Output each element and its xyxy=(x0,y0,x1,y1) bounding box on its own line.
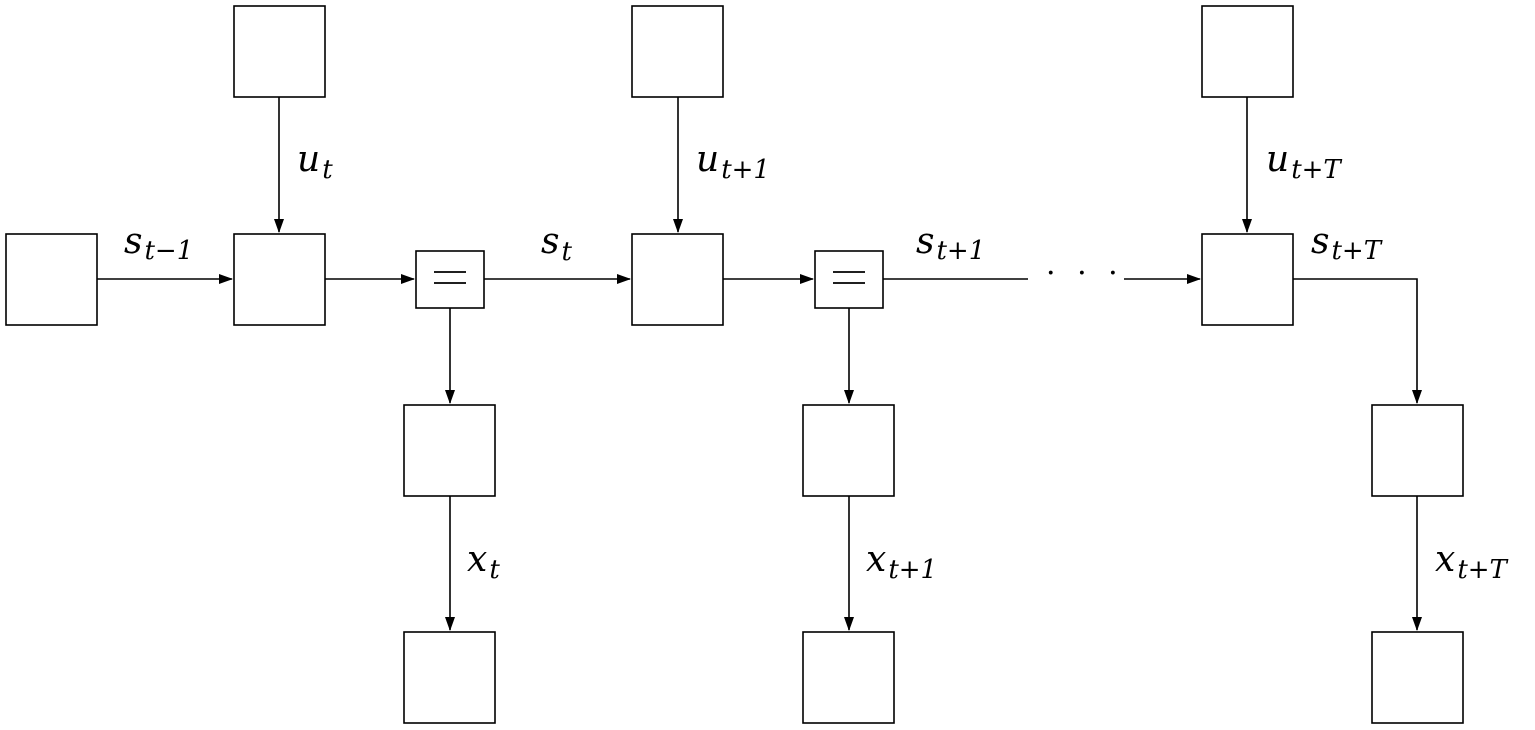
equality-node-t xyxy=(415,250,485,309)
output-box-tT xyxy=(1371,631,1464,724)
label-s-t: st xyxy=(541,221,572,267)
label-u-tT: ut+T xyxy=(1266,139,1342,185)
transition-factor-box-t1 xyxy=(631,233,724,326)
label-x-tT: xt+T xyxy=(1435,539,1509,585)
label-u-t: ut xyxy=(297,139,333,185)
ellipsis: · · · xyxy=(1046,256,1124,291)
observation-factor-box-tT xyxy=(1371,404,1464,497)
label-s-tT: st+T xyxy=(1311,221,1383,266)
edge-s-tT xyxy=(1293,278,1422,404)
label-x-t: xt xyxy=(467,539,500,585)
observation-factor-box-t1 xyxy=(802,404,895,497)
output-box-t xyxy=(403,631,496,724)
transition-factor-box-t xyxy=(233,233,326,326)
output-box-t1 xyxy=(802,631,895,724)
equality-node-t1 xyxy=(814,250,884,309)
transition-factor-box-tT xyxy=(1201,233,1294,326)
label-u-t1: ut+1 xyxy=(696,139,770,185)
label-s-t1: st+1 xyxy=(916,221,985,266)
input-factor-box-t xyxy=(233,5,326,98)
label-x-t1: xt+1 xyxy=(866,539,937,585)
input-factor-box-tT xyxy=(1201,5,1294,98)
label-s-prev: st−1 xyxy=(124,221,193,266)
prior-factor-box xyxy=(5,233,98,326)
observation-factor-box-t xyxy=(403,404,496,497)
input-factor-box-t1 xyxy=(631,5,724,98)
